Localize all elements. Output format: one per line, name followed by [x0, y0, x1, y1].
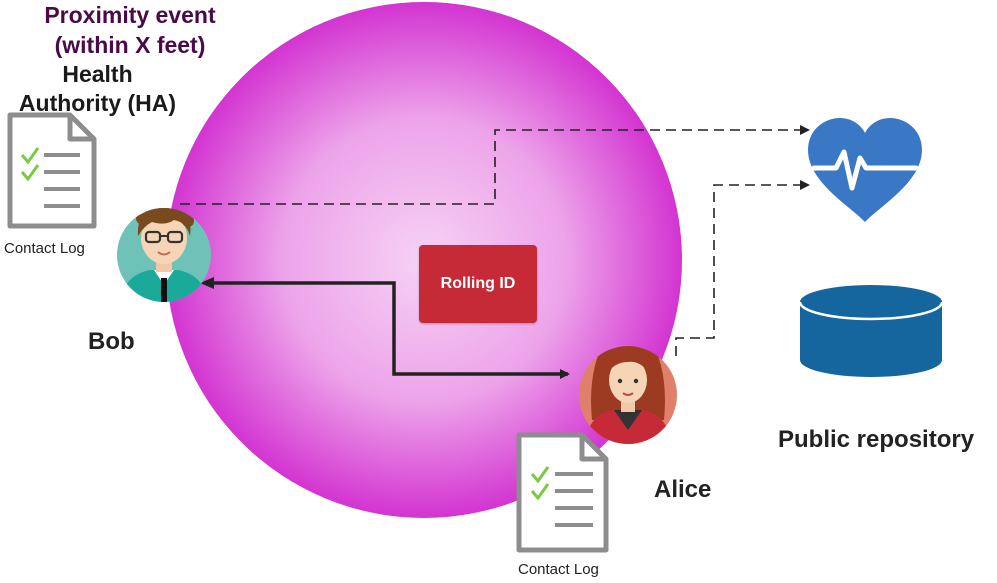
rolling-id-box: Rolling ID — [419, 245, 537, 323]
bob-avatar — [117, 208, 211, 302]
bob-contact-log-icon — [7, 112, 97, 229]
bob-contact-log-label: Contact Log — [4, 240, 85, 257]
public-repository-label: Public repository — [778, 426, 975, 453]
rolling-id-exchange-arrow — [214, 281, 570, 379]
bob-to-ha-dashed-arrow — [180, 125, 810, 205]
proximity-line-1: Proximity event — [44, 2, 216, 28]
rolling-id-label: Rolling ID — [440, 275, 516, 292]
alice-contact-log-label: Contact Log — [518, 561, 599, 578]
health-authority-heart-icon — [808, 118, 922, 222]
proximity-event-title: Proximity event (within X feet) — [0, 0, 260, 60]
health-authority-line-2: Authority (HA) — [18, 90, 177, 116]
health-authority-line-1: Health — [62, 61, 133, 87]
bob-name: Bob — [88, 328, 135, 355]
alice-name: Alice — [654, 476, 712, 503]
health-authority-title: Health Authority (HA) — [0, 60, 195, 118]
proximity-line-2: (within X feet) — [54, 32, 206, 58]
alice-to-ha-dashed-arrow — [675, 180, 810, 356]
alice-contact-log-icon — [516, 432, 609, 553]
database-icon — [798, 285, 944, 377]
alice-avatar — [579, 346, 677, 444]
